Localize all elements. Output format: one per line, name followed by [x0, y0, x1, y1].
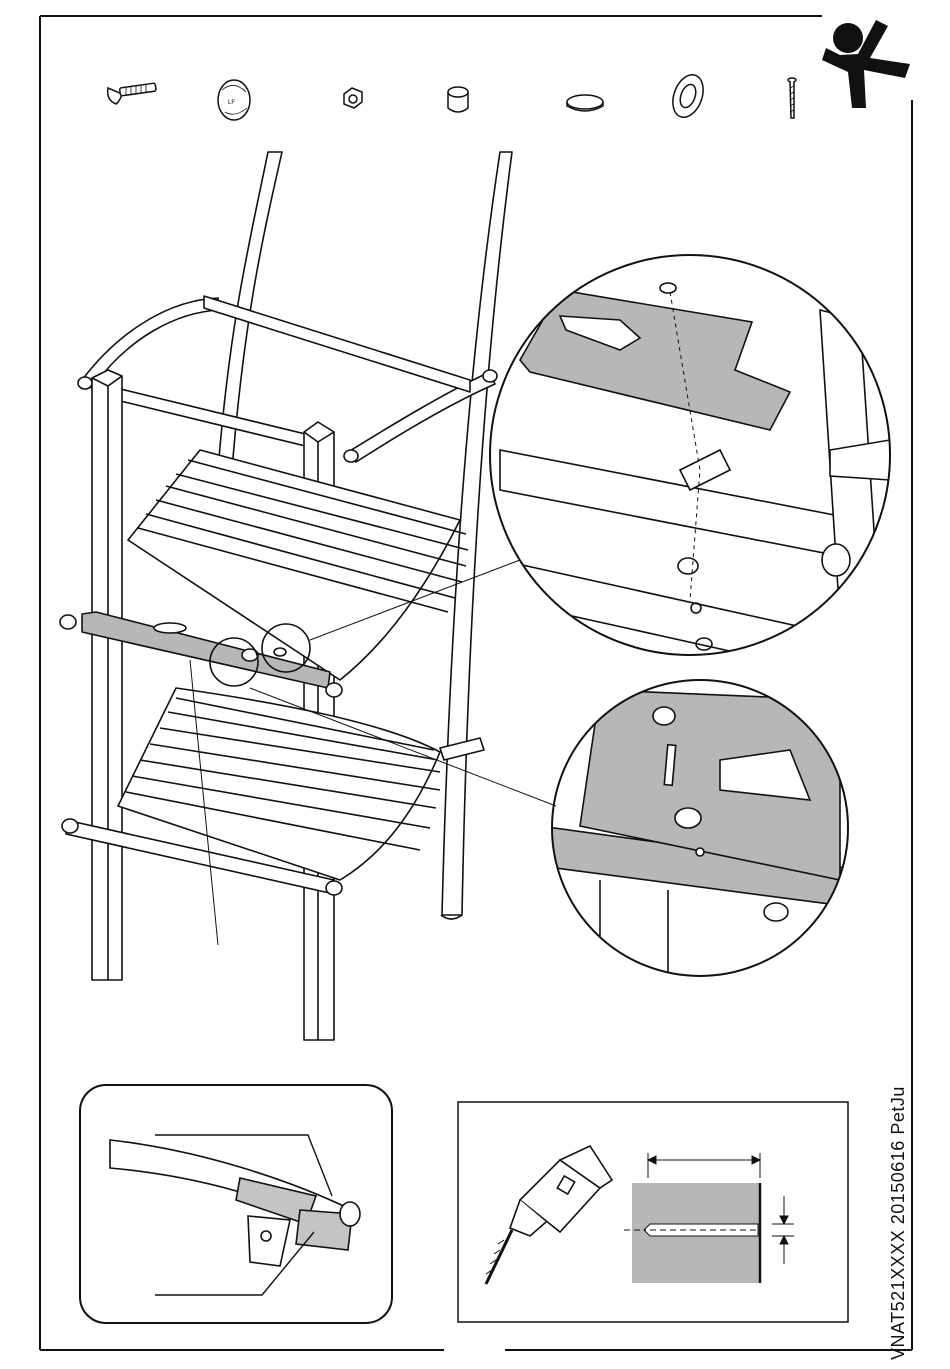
carriage-bolt-icon — [108, 83, 157, 104]
wood-screw-icon — [788, 78, 796, 118]
main-assembly — [60, 152, 556, 1040]
acrobat-figure-logo — [822, 20, 910, 108]
document-code: VNAT521XXXX 20150616 PetJu — [888, 1070, 928, 1360]
parts-row: LF — [108, 71, 796, 122]
detail-circle-top — [490, 255, 890, 680]
flat-plug-icon — [567, 95, 603, 111]
detail-circle-bottom — [540, 680, 860, 980]
detail-box-right — [458, 1102, 848, 1322]
cup-washer-icon — [667, 71, 708, 122]
detail-box-left — [80, 1085, 392, 1323]
dome-cap-nut-icon: LF — [218, 80, 250, 120]
hex-nut-icon — [344, 88, 362, 108]
svg-text:LF: LF — [228, 100, 235, 106]
plastic-cap-icon — [448, 87, 468, 112]
